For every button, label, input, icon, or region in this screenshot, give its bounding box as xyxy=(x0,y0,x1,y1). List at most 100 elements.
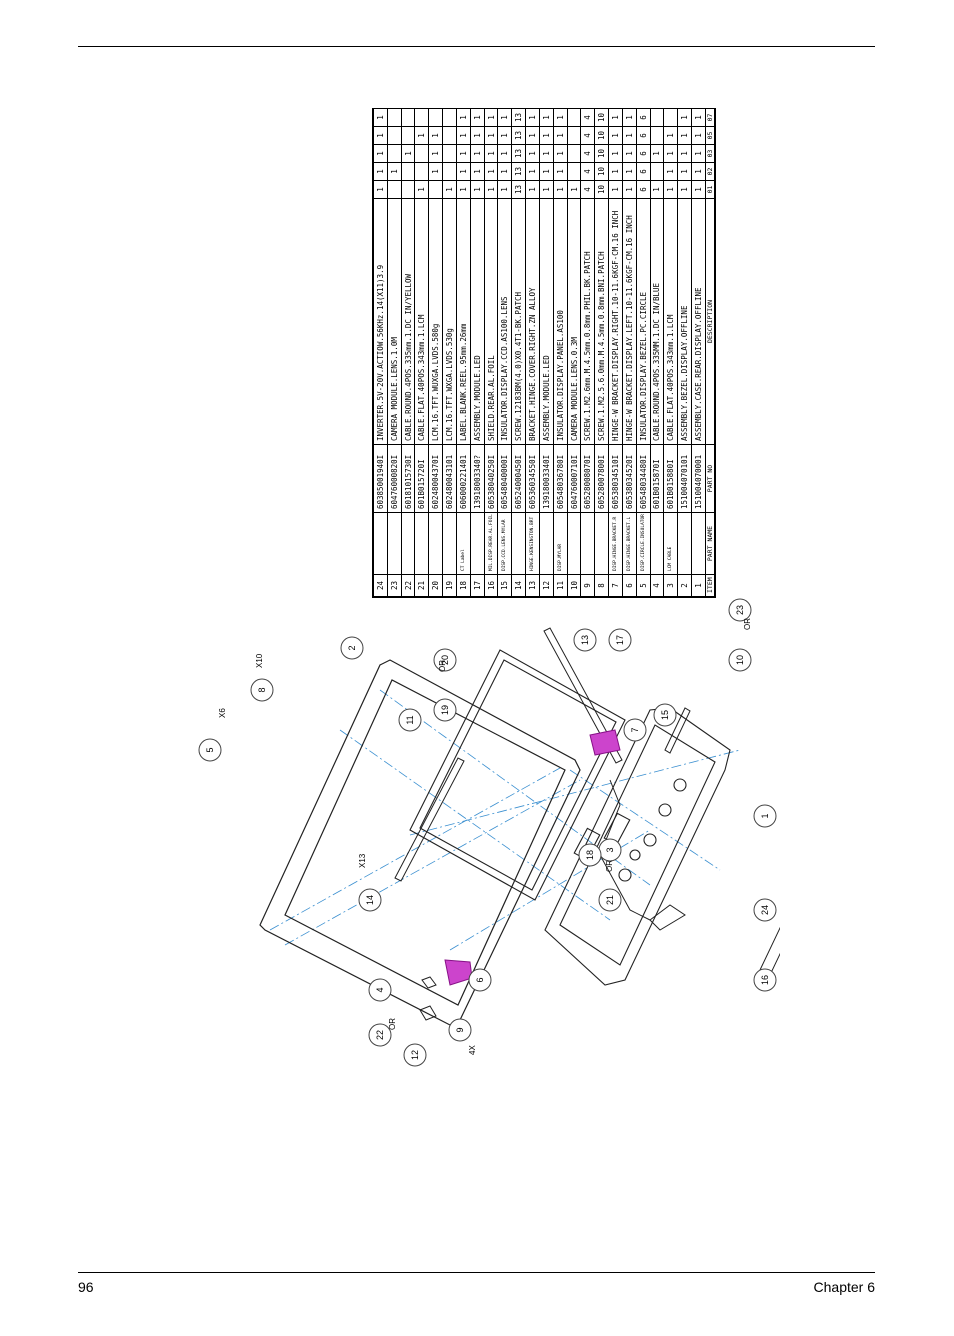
cell-qty: 1 xyxy=(608,109,623,127)
hinge-right-part xyxy=(543,627,623,764)
callout-circle xyxy=(250,678,274,702)
callout-13: 13 xyxy=(573,628,597,652)
callout-number: 4 xyxy=(375,987,385,992)
cell-part-no: 60476000710I xyxy=(567,444,581,513)
cell-qty: 1 xyxy=(539,162,554,181)
callout-circle xyxy=(198,738,222,762)
cell-qty: 1 xyxy=(525,109,540,127)
cell-part-name xyxy=(387,512,402,575)
cell-qty xyxy=(650,109,664,127)
callout-circle xyxy=(468,968,492,992)
cell-qty xyxy=(401,162,415,181)
cell-qty: 1 xyxy=(608,144,623,163)
cell-qty: 1 xyxy=(373,162,388,181)
cell-qty: 1 xyxy=(677,180,692,199)
cell-part-name xyxy=(594,512,609,575)
cell-qty: 13 xyxy=(511,109,526,127)
cell-qty: 1 xyxy=(677,126,692,145)
callout-number: 19 xyxy=(440,705,450,715)
cell-qty: 1 xyxy=(525,162,540,181)
cell-part-name xyxy=(539,512,554,575)
cell-qty: 1 xyxy=(470,109,485,127)
callout-9: 9 xyxy=(448,1018,472,1042)
label-or-22-4: OR xyxy=(388,1018,397,1030)
callout-number: 12 xyxy=(410,1050,420,1060)
cell-part-name xyxy=(470,512,485,575)
cell-description: CAMERA MODULE.LENS.0.3M xyxy=(567,198,581,445)
callout-1: 1 xyxy=(753,804,777,828)
cell-qty xyxy=(663,109,678,127)
callout-18: 18 xyxy=(578,843,602,867)
callout-circle xyxy=(368,1023,392,1047)
cell-qty: 1 xyxy=(456,144,471,163)
label-or-19-20: OR xyxy=(438,660,447,672)
callout-number: 2 xyxy=(347,645,357,650)
cell-description: ASSEMBLY.CASE.REAR.DISPLAY.OFFLINE xyxy=(691,198,706,445)
cell-qty xyxy=(428,109,443,127)
cell-qty: 1 xyxy=(608,162,623,181)
callout-number: 20 xyxy=(440,655,450,665)
header-part-no: PART NO xyxy=(705,444,715,513)
label-4x: 4X xyxy=(468,1045,477,1055)
cell-qty: 1 xyxy=(484,180,498,199)
cell-description: INSULATOR.DISPLAY.PANEL.AS100 xyxy=(553,198,568,445)
cell-qty: 1 xyxy=(677,162,692,181)
cell-qty: 1 xyxy=(414,126,429,145)
cell-part-no: 60528007800I xyxy=(594,444,609,513)
cell-qty xyxy=(567,144,581,163)
cell-description: SHIELD.REAR.AL.FOIL xyxy=(484,198,498,445)
cell-qty: 1 xyxy=(622,109,637,127)
callout-circle xyxy=(358,888,382,912)
cell-qty: 1 xyxy=(497,180,512,199)
cell-qty: 1 xyxy=(553,109,568,127)
cell-qty: 1 xyxy=(622,144,637,163)
callout-7: 7 xyxy=(623,718,647,742)
cell-qty: 1 xyxy=(553,144,568,163)
cell-qty: 1 xyxy=(525,144,540,163)
cell-part-no: 601B015880I xyxy=(663,444,678,513)
cell-qty: 1 xyxy=(622,126,637,145)
cell-part-no: 13918003340I xyxy=(539,444,554,513)
cell-qty: 1 xyxy=(691,162,706,181)
callout-circle xyxy=(608,628,632,652)
cell-qty: 10 xyxy=(594,180,609,199)
cell-part-no: 151004070001 xyxy=(691,444,706,513)
cell-qty xyxy=(414,144,429,163)
cell-qty: 1 xyxy=(663,162,678,181)
cell-part-name xyxy=(401,512,415,575)
cell-description: ASSEMBLY.MODULE.LED xyxy=(470,198,485,445)
led-module-part xyxy=(419,707,691,1021)
cell-qty: 1 xyxy=(484,162,498,181)
cell-description: LCM.16.TFT.WUXGA.LVDS.580g xyxy=(428,198,443,445)
callout-circle xyxy=(403,1043,427,1067)
callout-3: 3 xyxy=(598,838,622,862)
cell-description: ASSEMBLY.MODULE.LED xyxy=(539,198,554,445)
cell-qty: 1 xyxy=(414,180,429,199)
cell-qty xyxy=(442,109,457,127)
cell-qty: 10 xyxy=(594,144,609,163)
cell-qty: 1 xyxy=(373,144,388,163)
cell-qty: 1 xyxy=(484,144,498,163)
cell-qty: 4 xyxy=(580,126,595,145)
cell-qty: 10 xyxy=(594,162,609,181)
cell-description: LCM.16.TFT.WXGA.LVDS.530g xyxy=(442,198,457,445)
cell-qty: 1 xyxy=(373,126,388,145)
cell-qty: 1 xyxy=(553,126,568,145)
callout-circle xyxy=(598,888,622,912)
cell-part-no: 60181015730I xyxy=(401,444,415,513)
cell-qty: 1 xyxy=(691,180,706,199)
header-description: DESCRIPTION xyxy=(705,198,715,445)
page-number: 96 xyxy=(78,1279,94,1295)
cell-qty: 1 xyxy=(428,162,443,181)
cell-qty: 13 xyxy=(511,126,526,145)
cell-qty xyxy=(414,109,429,127)
cell-description: BRACKET.HINGE.COVER.RIGHT.ZN ALLOY xyxy=(525,198,540,445)
cell-description: CABLE.FLAT.40POS.343mm.1.LCM xyxy=(663,198,678,445)
